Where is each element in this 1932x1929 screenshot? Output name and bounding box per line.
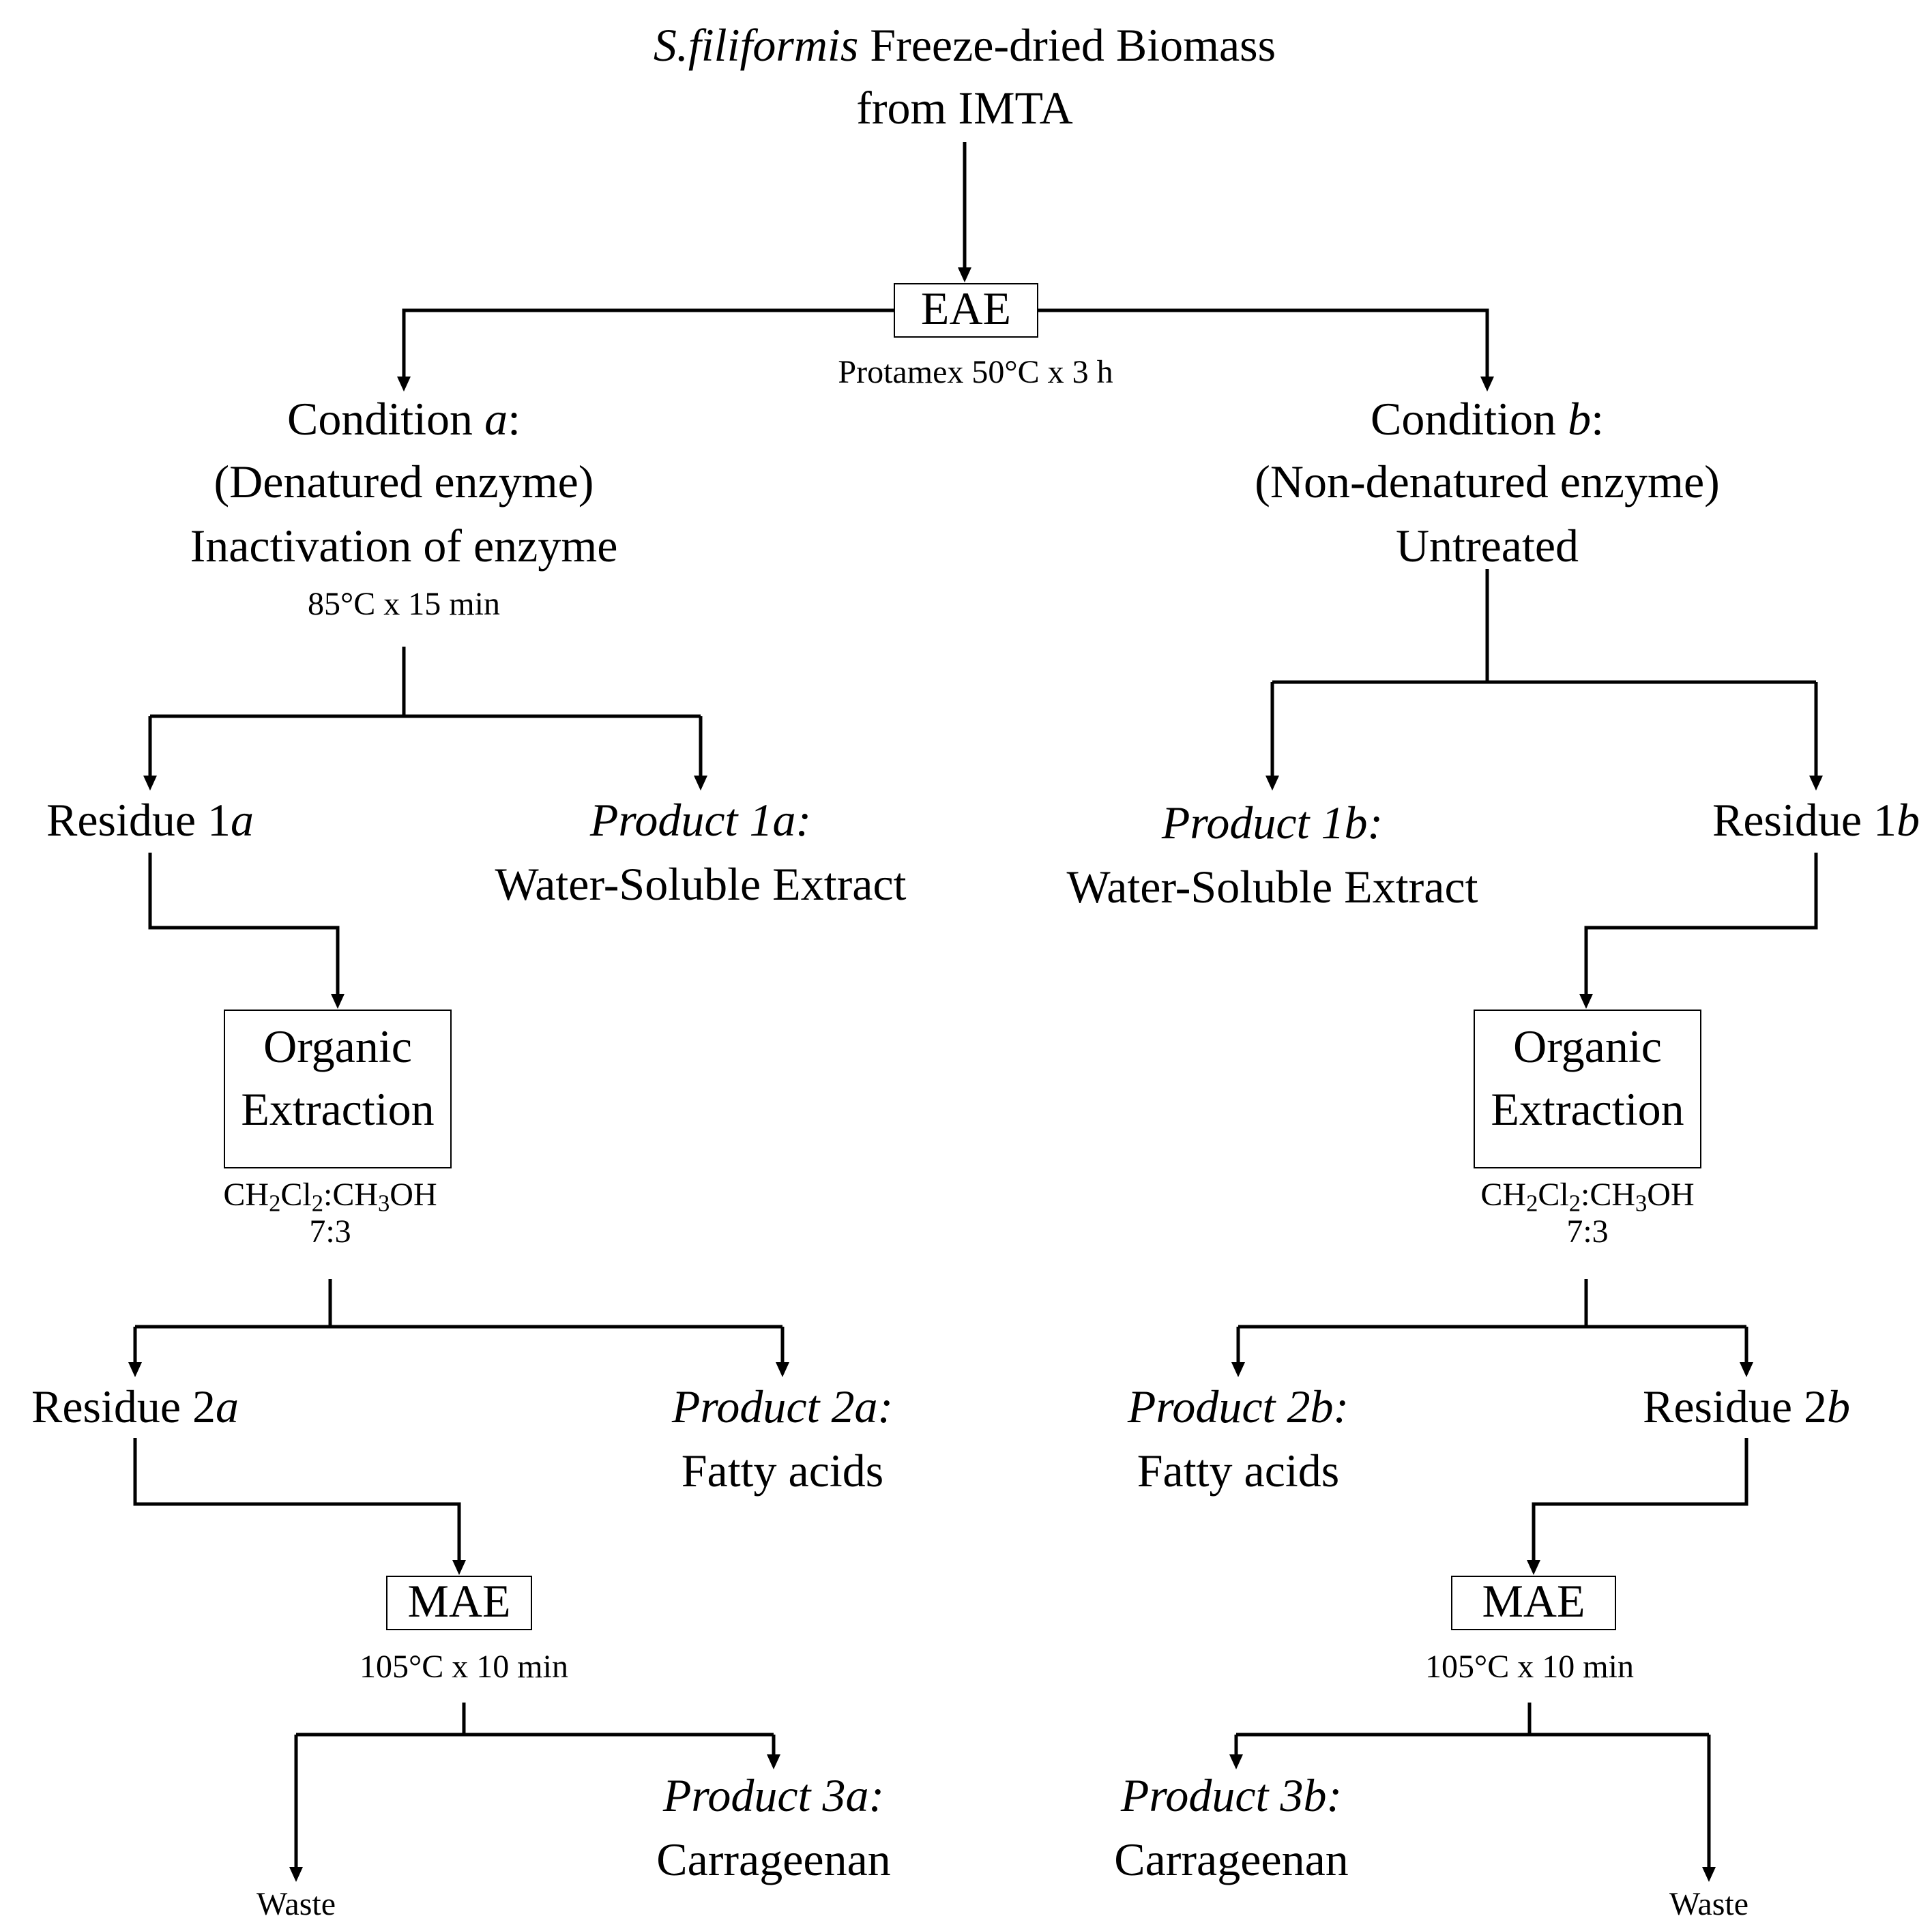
condition-b-subtitle: (Non-denatured enzyme) [1255,456,1720,507]
condition-a-subtitle: (Denatured enzyme) [214,456,594,507]
mae-b-conditions: 105°C x 10 min [1425,1649,1634,1685]
condition-a-params: 85°C x 15 min [308,586,500,622]
product-1b-title: Product 1b: [1161,797,1384,849]
mae-a-box [386,1576,532,1630]
residue-1b: Residue 1b [1712,797,1920,843]
organic-extraction-b-line1: Organic [1513,1020,1662,1072]
product-1a-description: Water-Soluble Extract [495,858,907,910]
source-title-rest: Freeze-dried Biomass [858,19,1276,71]
product-3a-title: Product 3a: [662,1769,885,1821]
condition-b-letter: b [1568,393,1592,445]
residue-2b: Residue 2b [1643,1383,1850,1430]
eae-box [894,283,1038,338]
waste-a-label: Waste [256,1886,336,1922]
product-2b-title: Product 2b: [1127,1381,1349,1432]
residue-2b-letter: b [1827,1381,1851,1432]
condition-a-description: Inactivation of enzyme [190,520,618,572]
residue-2a-label: Residue 2 [31,1381,216,1432]
condition-a-prefix: Condition [287,393,485,445]
product-3b-description: Carrageenan [1114,1834,1349,1885]
organic-extraction-a-solvent: CH2Cl2:CH3OH [223,1177,437,1217]
residue-2a: Residue 2a [31,1383,239,1430]
condition-b-title: Condition b: [1371,396,1604,442]
residue-1b-letter: b [1897,794,1920,846]
organic-extraction-b-line2: Extraction [1491,1083,1684,1135]
product-2a-title: Product 2a: [671,1381,894,1432]
product-3a-description: Carrageenan [656,1834,891,1885]
mae-a-label: MAE [407,1575,511,1627]
eae-conditions: Protamex 50°C x 3 h [838,354,1113,390]
mae-b-box [1451,1576,1616,1630]
organic-extraction-a-ratio: 7:3 [309,1213,351,1250]
eae-label: EAE [920,282,1012,334]
product-1b-description: Water-Soluble Extract [1066,861,1478,913]
condition-b-colon: : [1591,393,1604,445]
organic-extraction-b-box [1474,1010,1701,1168]
mae-a-conditions: 105°C x 10 min [360,1649,568,1685]
product-1a-title: Product 1a: [589,794,812,846]
condition-a-letter: a [484,393,508,445]
organic-extraction-b-solvent: CH2Cl2:CH3OH [1480,1177,1695,1217]
source-title: S.filiformis Freeze-dried Biomass [654,22,1276,68]
mae-b-label: MAE [1482,1575,1585,1627]
waste-b-label: Waste [1669,1886,1749,1922]
condition-a-title: Condition a: [287,396,521,442]
product-2a-description: Fatty acids [681,1445,884,1497]
residue-2b-label: Residue 2 [1642,1381,1828,1432]
condition-a-colon: : [508,393,521,445]
organic-extraction-a-box [224,1010,452,1168]
species-name: S.filiformis [653,19,859,71]
residue-1b-label: Residue 1 [1712,794,1897,846]
condition-b-description: Untreated [1395,520,1579,572]
source-subtitle: from IMTA [856,82,1073,134]
organic-extraction-a-line1: Organic [263,1020,412,1072]
organic-extraction-b-ratio: 7:3 [1566,1213,1609,1250]
product-3b-title: Product 3b: [1120,1769,1343,1821]
residue-2a-letter: a [216,1381,239,1432]
organic-extraction-a-line2: Extraction [241,1083,435,1135]
residue-1a-label: Residue 1 [46,794,231,846]
condition-b-prefix: Condition [1371,393,1568,445]
residue-1a: Residue 1a [46,797,254,843]
product-2b-description: Fatty acids [1137,1445,1340,1497]
residue-1a-letter: a [231,794,254,846]
